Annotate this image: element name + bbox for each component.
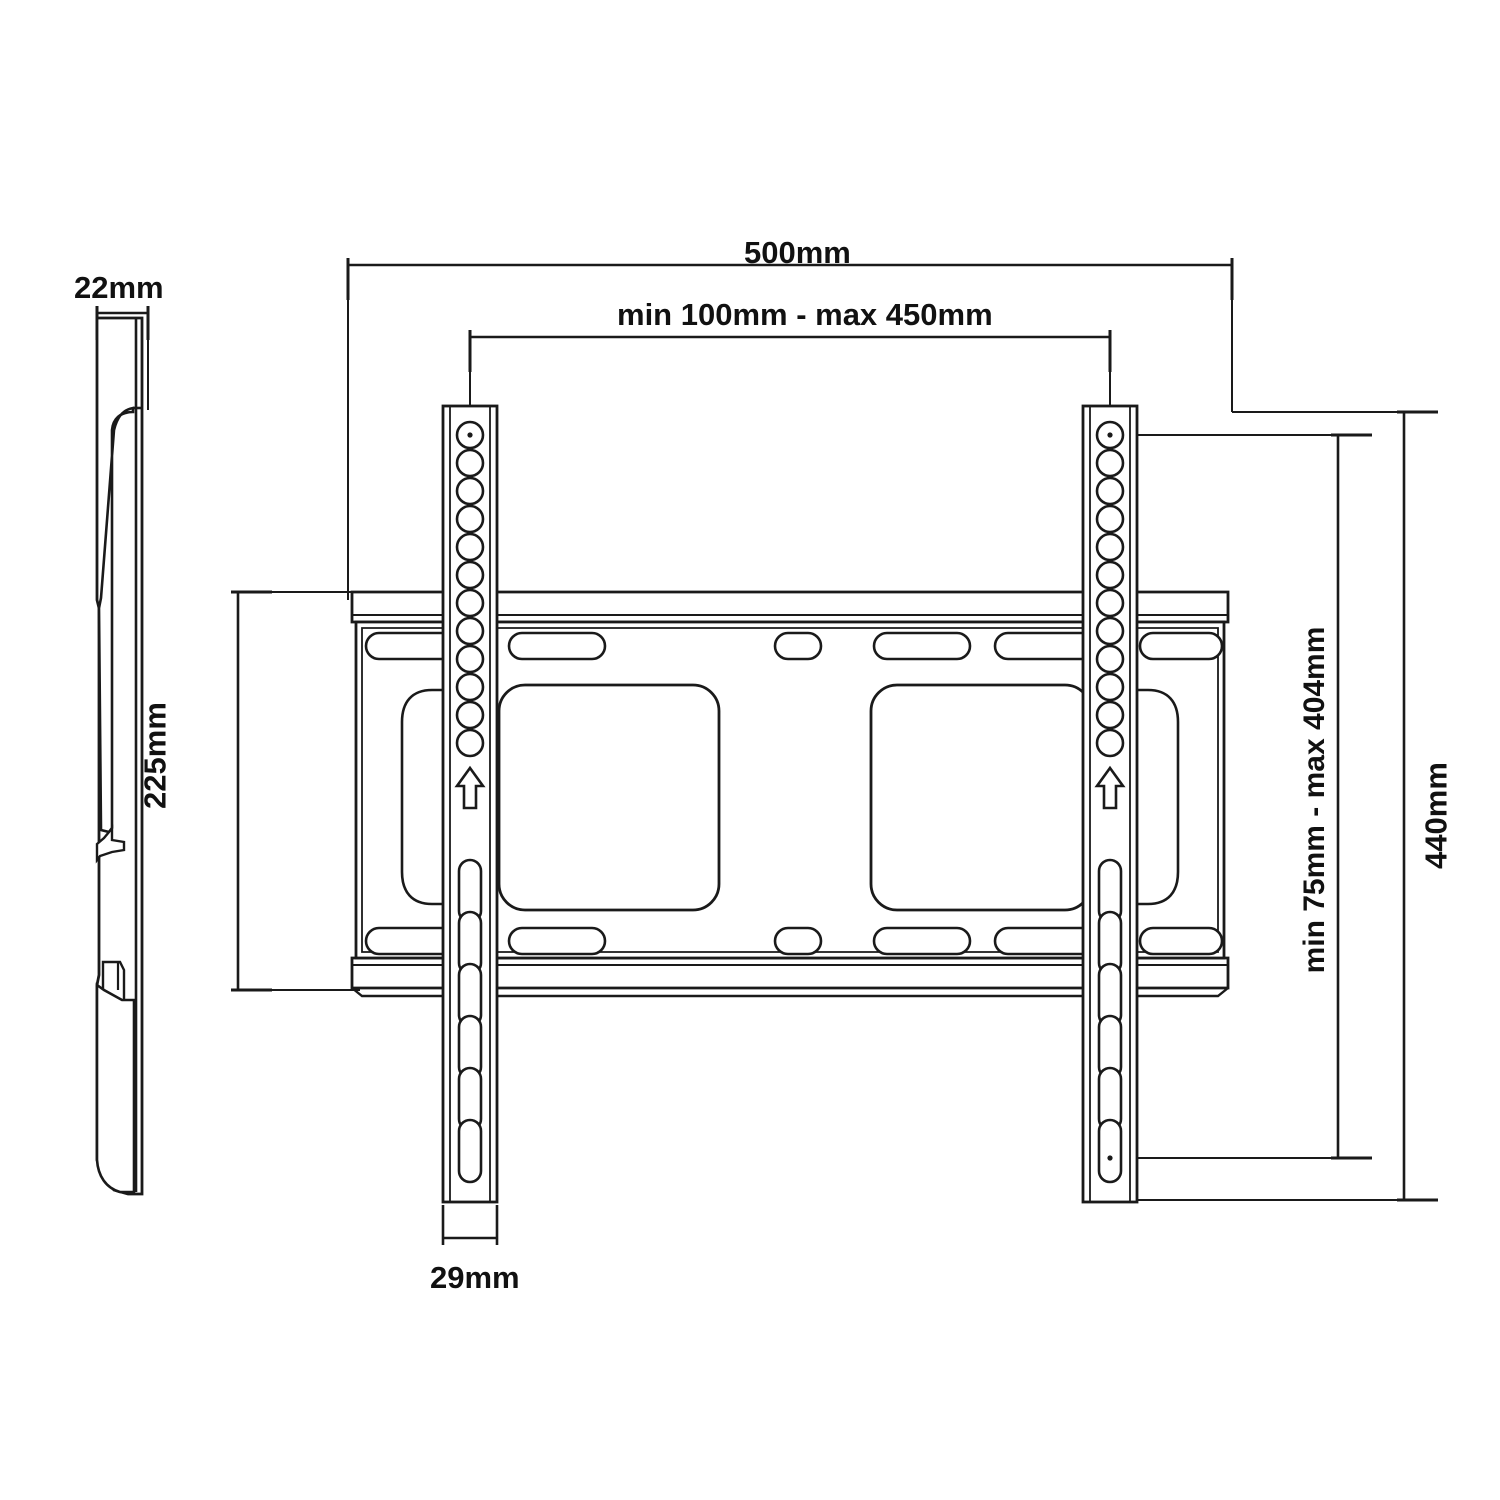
vertical-rail-right [1081, 404, 1139, 1204]
dimension-plate-height-225mm [231, 590, 360, 992]
rail-left-slots [457, 858, 483, 1184]
dimension-vesa-height-range [1110, 433, 1372, 1160]
rail-right-slots [1097, 858, 1123, 1184]
dimension-overall-width-500mm [346, 258, 1234, 600]
up-arrow-icon-left [454, 765, 486, 810]
up-arrow-icon-right [1094, 765, 1126, 810]
vertical-rail-left [441, 404, 499, 1204]
dimension-label-overall-height: 440mm [1418, 762, 1454, 869]
rail-right-round-holes [1095, 420, 1125, 758]
plate-window-right [869, 683, 1093, 912]
dimension-overall-height-440mm [1110, 410, 1438, 1202]
dimension-label-vesa-width-range: min 100mm - max 450mm [617, 297, 993, 332]
dimension-rail-width-29mm [441, 1205, 499, 1245]
dimension-label-rail-width: 29mm [430, 1260, 520, 1295]
dimension-label-plate-height: 225mm [137, 702, 173, 809]
side-profile-view [95, 316, 144, 1196]
rail-left-round-holes [455, 420, 485, 758]
plate-window-left [497, 683, 721, 912]
dimension-vesa-width-range [468, 330, 1112, 435]
dimension-label-overall-width: 500mm [744, 235, 851, 270]
dimension-label-vesa-height-range: min 75mm - max 404mm [1298, 626, 1331, 974]
dimension-label-thickness: 22mm [74, 270, 164, 305]
